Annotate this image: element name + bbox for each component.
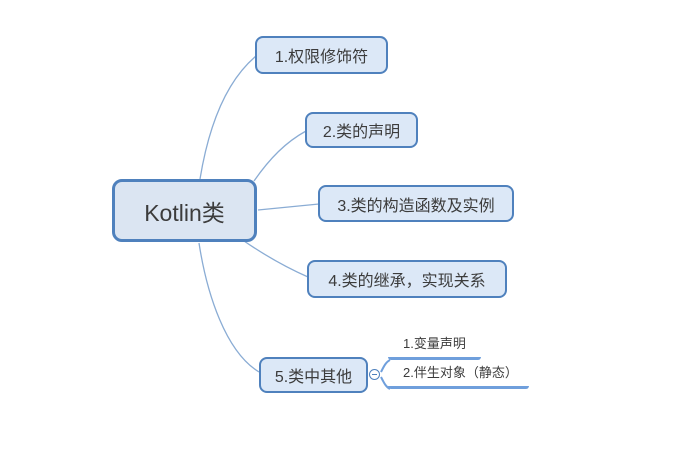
root-topic[interactable]: Kotlin类 xyxy=(112,179,257,242)
branch-topic-1[interactable]: 1.权限修饰符 xyxy=(255,36,388,74)
connector-root-to-branch4 xyxy=(243,240,309,278)
branch-topic-2-label: 2.类的声明 xyxy=(322,124,401,141)
branch-topic-3-label: 3.类的构造函数及实例 xyxy=(337,197,495,215)
branch-topic-2[interactable]: 2.类的声明 xyxy=(305,112,418,148)
subtopic-1[interactable]: 1.变量声明 xyxy=(388,328,481,360)
branch-topic-4[interactable]: 4.类的继承，实现关系 xyxy=(307,260,507,298)
branch-topic-1-label: 1.权限修饰符 xyxy=(274,49,369,66)
connector-root-to-branch1 xyxy=(199,55,257,180)
connector-toggle-to-subtopic1 xyxy=(380,359,391,373)
branch-topic-5-label: 5.类中其他 xyxy=(274,369,353,386)
branch-topic-4-label: 4.类的继承，实现关系 xyxy=(328,273,486,290)
subtopic-2[interactable]: 2.伴生对象（静态） xyxy=(388,357,529,389)
root-topic-label: Kotlin类 xyxy=(144,199,225,226)
subtopic-2-label: 2.伴生对象（静态） xyxy=(403,365,518,380)
branch-topic-3[interactable]: 3.类的构造函数及实例 xyxy=(318,185,514,222)
collapse-toggle-button[interactable] xyxy=(369,369,380,380)
connector-root-to-branch3 xyxy=(257,203,320,211)
minus-icon xyxy=(372,374,377,375)
branch-topic-5[interactable]: 5.类中其他 xyxy=(259,357,368,393)
connector-root-to-branch5 xyxy=(198,242,260,373)
subtopic-1-label: 1.变量声明 xyxy=(403,336,466,351)
connector-root-to-branch2 xyxy=(253,130,307,182)
